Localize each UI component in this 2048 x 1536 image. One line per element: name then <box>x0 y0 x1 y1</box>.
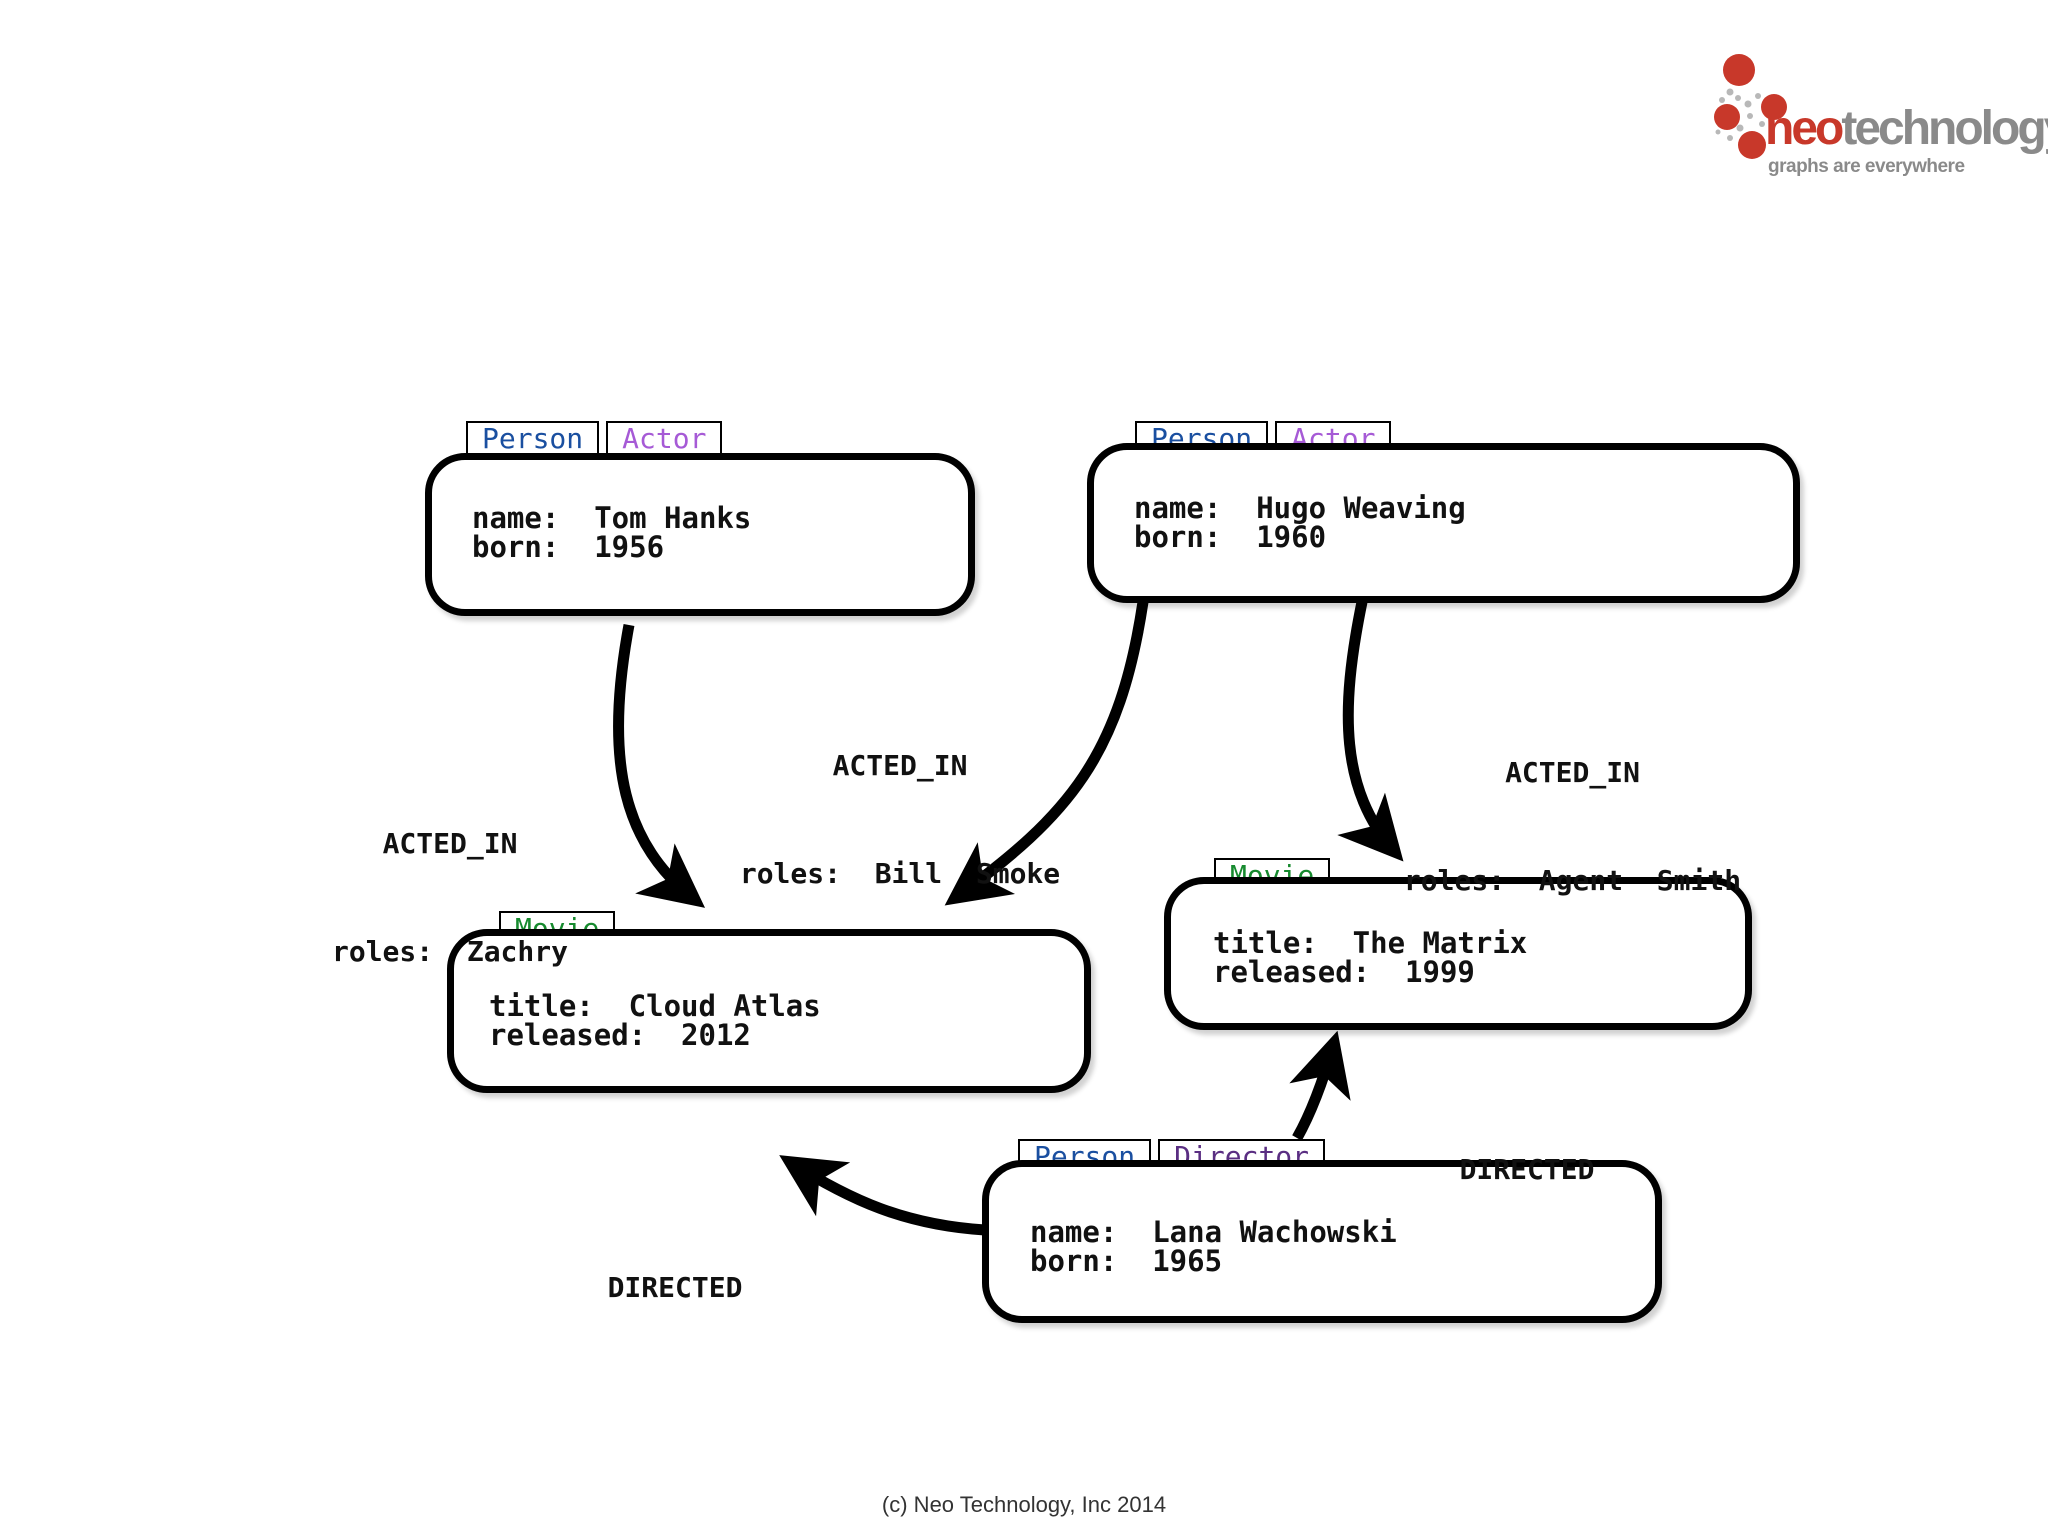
neotechnology-logo: neotechnology graphs are everywhere <box>1700 48 2048 198</box>
rel-type: ACTED_IN <box>1505 756 1640 789</box>
node-the-matrix[interactable]: title: The Matrix released: 1999 <box>1164 877 1752 1030</box>
prop-born: born: 1956 <box>472 530 665 564</box>
node-tom-hanks[interactable]: name: Tom Hanks born: 1956 <box>425 453 975 616</box>
edge-lana-cloud <box>779 1155 986 1236</box>
rel-props: roles: Agent Smith <box>1403 864 1742 897</box>
prop-released: released: 2012 <box>489 1018 751 1052</box>
logo-neo-text: neo <box>1765 102 1844 155</box>
node-properties: name: Lana Wachowski born: 1965 <box>1030 1218 1397 1276</box>
node-hugo-weaving[interactable]: name: Hugo Weaving born: 1960 <box>1087 443 1800 603</box>
rel-type: DIRECTED <box>607 1271 743 1304</box>
rel-type: DIRECTED <box>1459 1153 1595 1186</box>
prop-born: born: 1960 <box>1134 520 1327 554</box>
logo-wordmark: neotechnology <box>1765 105 2048 153</box>
edge-lana-matrix <box>1289 1030 1351 1141</box>
edge-hugo-cloud <box>944 601 1149 906</box>
rel-label-lana-cloud: DIRECTED <box>585 1198 765 1378</box>
label-actor: Actor <box>606 421 723 457</box>
edge-tom-cloud <box>612 623 706 908</box>
rel-props: roles: Zachry <box>331 935 568 968</box>
logo-dots-icon <box>1714 54 1787 159</box>
label-person: Person <box>466 421 600 457</box>
node-properties: title: Cloud Atlas released: 2012 <box>489 992 821 1050</box>
node-lana-wachowski[interactable]: name: Lana Wachowski born: 1965 <box>982 1160 1662 1323</box>
logo-technology-text: technology <box>1841 102 2048 155</box>
logo-tagline: graphs are everywhere <box>1768 156 1965 177</box>
copyright-footer: (c) Neo Technology, Inc 2014 <box>881 1492 1167 1517</box>
rel-label-lana-matrix: DIRECTED <box>1437 1080 1617 1260</box>
rel-label-hugo-cloud: ACTED_IN roles: Bill Smoke <box>735 676 1065 964</box>
prop-name: name: Tom Hanks <box>472 501 752 535</box>
rel-props: roles: Bill Smoke <box>739 857 1061 890</box>
rel-type: ACTED_IN <box>382 827 518 860</box>
prop-born: born: 1965 <box>1030 1244 1223 1278</box>
edge-hugo-matrix <box>1337 600 1404 862</box>
prop-name: name: Lana Wachowski <box>1030 1215 1397 1249</box>
node-labels: Person Actor <box>466 421 723 457</box>
rel-type: ACTED_IN <box>832 749 968 782</box>
rel-label-hugo-matrix: ACTED_IN roles: Agent Smith <box>1395 683 1750 971</box>
node-properties: title: The Matrix released: 1999 <box>1213 929 1527 987</box>
rel-label-tom-cloud: ACTED_IN roles: Zachry <box>320 754 580 1042</box>
prop-title: title: The Matrix <box>1213 926 1528 960</box>
prop-released: released: 1999 <box>1213 955 1475 989</box>
prop-name: name: Hugo Weaving <box>1134 491 1466 525</box>
node-properties: name: Tom Hanks born: 1956 <box>472 504 751 562</box>
node-properties: name: Hugo Weaving born: 1960 <box>1134 494 1466 552</box>
prop-title: title: Cloud Atlas <box>489 989 821 1023</box>
node-cloud-atlas[interactable]: title: Cloud Atlas released: 2012 <box>447 929 1091 1093</box>
